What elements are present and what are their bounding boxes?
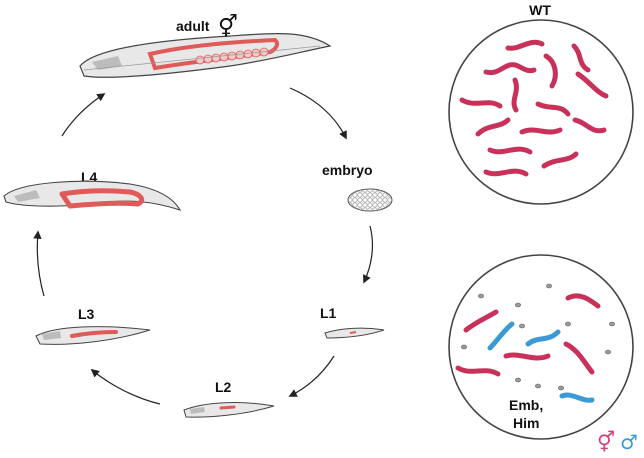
l2-label: L2 [215,379,232,395]
wt-worm [572,117,607,134]
embryo-dot [535,383,541,389]
male-symbol: ♂ [620,430,638,454]
wt-worm [475,117,511,137]
mutant-male-worms [487,321,595,403]
wt-plate [448,19,634,205]
hermaphrodite-worm [503,352,551,361]
arrow-adult-to-embryo [289,87,347,140]
arrow-l3-to-l4 [33,230,45,297]
wt-worm [459,97,503,109]
embryo-dot [609,321,615,327]
hermaphrodite-worm [563,341,595,375]
embryo-dot [546,283,552,289]
wt-worm [487,146,533,155]
mutant-plate-label-line1: Emb, [509,397,543,413]
l3-worm [35,326,151,345]
embryo-dot [515,302,521,308]
wt-worm [511,77,519,113]
wt-worm [483,62,537,76]
wt-worm [535,101,571,117]
embryo-label: embryo [322,162,373,178]
wt-worm [541,151,579,169]
embryo-dot [558,385,564,391]
l4-worm [3,180,182,211]
unhatched-embryos [461,283,615,391]
male-worm [525,329,561,347]
wt-worm [575,71,609,99]
adult-worm [79,33,332,78]
cycle-arrows [33,87,374,405]
embryo-dot [515,377,521,383]
hermaphrodite-worm [463,309,499,333]
hermaphrodite-worm [565,293,601,309]
wt-worm [543,53,558,89]
embryo-shape [347,188,393,212]
wt-worms [459,39,609,177]
arrow-l2-to-l3 [90,368,161,405]
wt-worm [519,127,563,135]
male-worm [559,392,595,403]
wt-worm [483,168,529,177]
hermaphrodite-symbol: ⚥ [597,430,615,454]
mutant-plate-label-line2: Him [513,415,539,431]
wt-worm [505,39,545,51]
l1-worm [324,327,385,339]
l3-label: L3 [78,306,95,322]
adult-label: adult [176,18,210,34]
l2-worm [183,402,275,418]
hermaphrodite-worm [455,365,501,377]
wt-plate-label: WT [529,2,551,18]
embryo-dot [565,321,571,327]
embryo-dot [461,344,467,350]
arrow-l4-to-adult [61,93,106,137]
male-worm [487,321,515,351]
l1-label: L1 [320,305,337,321]
arrow-embryo-to-l1 [363,225,374,284]
arrow-l1-to-l2 [288,355,335,397]
mutant-hermaphrodite-worms [455,293,601,377]
embryo-dot [478,293,484,299]
embryo-dot [519,323,525,329]
embryo-dot [605,349,611,355]
adult-hermaphrodite-symbol: ⚥ [218,13,238,40]
wt-worm [571,43,591,73]
